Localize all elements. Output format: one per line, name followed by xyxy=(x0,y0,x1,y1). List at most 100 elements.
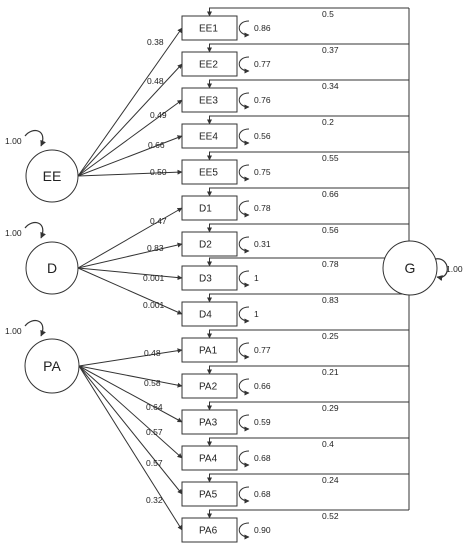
indicator-label-d1: D1 xyxy=(199,204,212,215)
residual-loop-pa2 xyxy=(238,378,250,396)
indicator-label-ee2: EE2 xyxy=(199,60,218,71)
general-loading-path-pa2 xyxy=(207,365,409,375)
general-loading-pa4: 0.4 xyxy=(322,439,334,449)
indicator-box-pa6 xyxy=(181,517,238,543)
residual-loop-d4 xyxy=(238,306,250,324)
general-loading-path-d2 xyxy=(207,223,409,233)
indicator-box-pa3 xyxy=(181,409,238,435)
general-loading-ee2: 0.37 xyxy=(322,45,339,55)
variance-loop-ee xyxy=(24,129,46,147)
variance-loop-g xyxy=(434,258,448,281)
residual-value-d4: 1 xyxy=(254,309,259,319)
loading-path-pa4 xyxy=(78,365,183,459)
residual-value-ee4: 0.56 xyxy=(254,131,271,141)
residual-loop-pa1 xyxy=(238,342,250,360)
indicator-box-pa2 xyxy=(181,373,238,399)
indicator-label-ee4: EE4 xyxy=(199,132,218,143)
variance-value-g: 1.00 xyxy=(446,264,463,274)
residual-value-d2: 0.31 xyxy=(254,239,271,249)
indicator-label-ee3: EE3 xyxy=(199,96,218,107)
variance-value-pa: 1.00 xyxy=(5,326,22,336)
loading-value-d3: 0.001 xyxy=(143,273,165,283)
indicator-box-pa4 xyxy=(181,445,238,471)
loading-path-pa1 xyxy=(78,348,183,367)
loading-value-d4: 0.001 xyxy=(143,300,165,310)
residual-loop-pa4 xyxy=(238,450,250,468)
residual-value-pa5: 0.68 xyxy=(254,489,271,499)
loading-value-ee3: 0.49 xyxy=(150,110,167,120)
loading-path-pa5 xyxy=(78,365,183,495)
indicator-box-pa1 xyxy=(181,337,238,363)
indicator-box-d2 xyxy=(181,231,238,257)
residual-value-pa2: 0.66 xyxy=(254,381,271,391)
loading-path-d3 xyxy=(77,267,183,281)
indicator-label-pa5: PA5 xyxy=(199,490,218,501)
residual-loop-pa6 xyxy=(238,522,250,540)
general-loading-ee4: 0.2 xyxy=(322,117,334,127)
residual-value-ee1: 0.86 xyxy=(254,23,271,33)
loading-path-d1 xyxy=(77,207,183,269)
residual-value-ee5: 0.75 xyxy=(254,167,271,177)
loading-value-pa3: 0.64 xyxy=(146,402,163,412)
loading-path-ee5 xyxy=(77,169,183,177)
variance-loop-pa xyxy=(24,319,46,337)
latent-label-pa: PA xyxy=(43,358,61,374)
indicator-label-pa6: PA6 xyxy=(199,526,218,537)
general-loading-path-pa1 xyxy=(207,329,409,339)
loading-value-ee1: 0.38 xyxy=(147,37,164,47)
general-loading-path-ee2 xyxy=(207,43,409,53)
latent-circle-ee xyxy=(25,149,79,203)
loading-value-ee4: 0.66 xyxy=(148,140,165,150)
general-loading-path-pa3 xyxy=(207,401,409,411)
indicator-box-d4 xyxy=(181,301,238,327)
residual-loop-ee3 xyxy=(238,92,250,110)
latent-circle-pa xyxy=(24,338,80,394)
general-loading-path-pa5 xyxy=(207,473,409,483)
general-loading-pa1: 0.25 xyxy=(322,331,339,341)
indicator-label-pa1: PA1 xyxy=(199,346,218,357)
general-loading-path-ee4 xyxy=(207,115,409,125)
general-loading-pa2: 0.21 xyxy=(322,367,339,377)
general-loading-path-ee1 xyxy=(207,7,409,17)
indicator-label-pa3: PA3 xyxy=(199,418,218,429)
residual-loop-ee4 xyxy=(238,128,250,146)
general-loading-d4: 0.83 xyxy=(322,295,339,305)
indicator-label-pa2: PA2 xyxy=(199,382,218,393)
general-loading-d3: 0.78 xyxy=(322,259,339,269)
general-loading-path-ee3 xyxy=(207,79,409,89)
indicator-box-ee5 xyxy=(181,159,238,185)
latent-label-d: D xyxy=(47,260,57,276)
general-loading-path-pa6 xyxy=(207,509,409,519)
specific-factor-paths: 0.380.480.490.660.500.470.830.0010.0010.… xyxy=(77,27,183,531)
loading-path-ee3 xyxy=(77,99,183,177)
loading-value-ee5: 0.50 xyxy=(150,167,167,177)
indicator-box-d1 xyxy=(181,195,238,221)
residual-loop-ee1 xyxy=(238,20,250,38)
loading-value-pa5: 0.57 xyxy=(146,458,163,468)
indicator-box-ee3 xyxy=(181,87,238,113)
general-loading-ee1: 0.5 xyxy=(322,9,334,19)
indicator-label-d4: D4 xyxy=(199,310,212,321)
loading-path-pa2 xyxy=(78,365,183,388)
general-loading-path-pa4 xyxy=(207,437,409,447)
residual-value-d3: 1 xyxy=(254,273,259,283)
general-loading-d2: 0.56 xyxy=(322,225,339,235)
variance-loop-d xyxy=(24,221,46,239)
general-loading-path-d1 xyxy=(207,187,409,197)
residual-loop-d3 xyxy=(238,270,250,288)
variance-value-d: 1.00 xyxy=(5,228,22,238)
general-loading-ee5: 0.55 xyxy=(322,153,339,163)
loading-path-d4 xyxy=(77,267,183,315)
residual-value-pa1: 0.77 xyxy=(254,345,271,355)
indicator-box-ee4 xyxy=(181,123,238,149)
indicator-box-ee1 xyxy=(181,15,238,41)
indicator-box-ee2 xyxy=(181,51,238,77)
general-factor-paths: 0.50.370.340.20.550.660.560.780.830.250.… xyxy=(207,7,410,521)
residual-value-d1: 0.78 xyxy=(254,203,271,213)
indicator-label-ee1: EE1 xyxy=(199,24,218,35)
residual-loop-d1 xyxy=(238,200,250,218)
loading-value-pa1: 0.48 xyxy=(144,348,161,358)
variance-value-ee: 1.00 xyxy=(5,136,22,146)
